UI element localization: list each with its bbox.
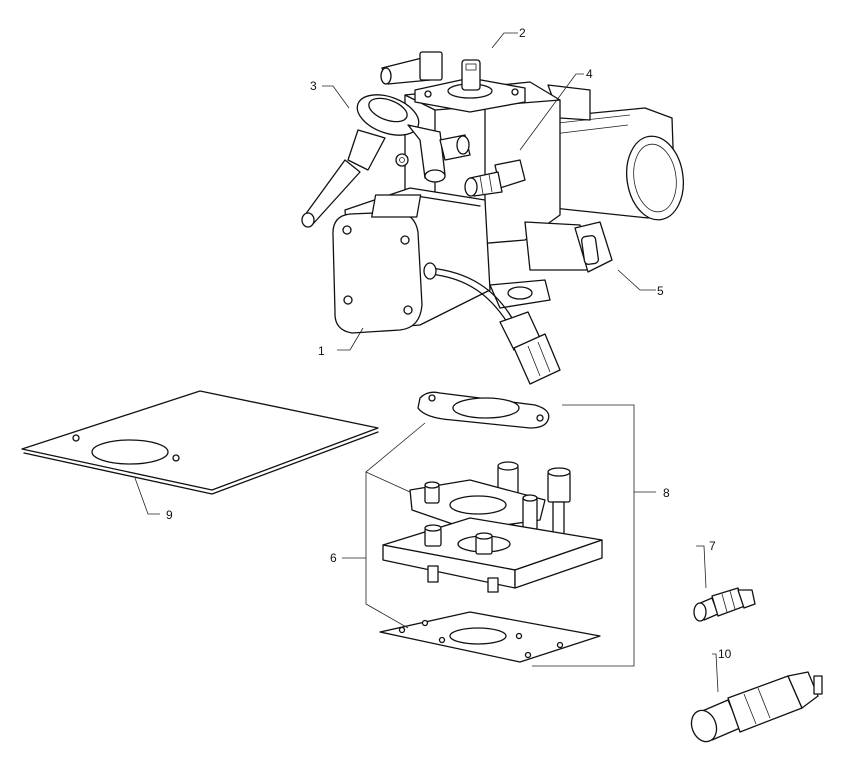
callout-labels: 1 2 3 4 5 6 7 8 9 10 xyxy=(166,26,732,661)
adapter-gasket-top xyxy=(417,391,550,429)
small-fitting xyxy=(693,587,756,622)
adapter-gasket-bottom xyxy=(379,611,601,663)
callout-5: 5 xyxy=(657,284,664,298)
adapter-block xyxy=(382,461,603,593)
top-connectors xyxy=(380,51,443,85)
callout-6: 6 xyxy=(330,551,337,565)
wire-harness-plug xyxy=(423,262,561,385)
cap-screws xyxy=(497,461,571,551)
callout-2: 2 xyxy=(519,26,526,40)
pressure-regulator xyxy=(301,94,471,228)
actuator-housing xyxy=(332,187,491,334)
leader-lines xyxy=(134,32,719,693)
callout-3: 3 xyxy=(310,79,317,93)
temperature-sensor xyxy=(690,671,823,743)
barbed-nipple xyxy=(464,159,526,197)
top-flange xyxy=(414,59,526,113)
callout-8: 8 xyxy=(663,486,670,500)
main-valve-assembly xyxy=(301,51,684,385)
callout-4: 4 xyxy=(586,67,593,81)
callout-10: 10 xyxy=(718,647,732,661)
callout-1: 1 xyxy=(318,344,325,358)
gasket-plate xyxy=(21,390,379,495)
callout-9: 9 xyxy=(166,508,173,522)
side-connector xyxy=(524,221,613,273)
callout-7: 7 xyxy=(709,539,716,553)
